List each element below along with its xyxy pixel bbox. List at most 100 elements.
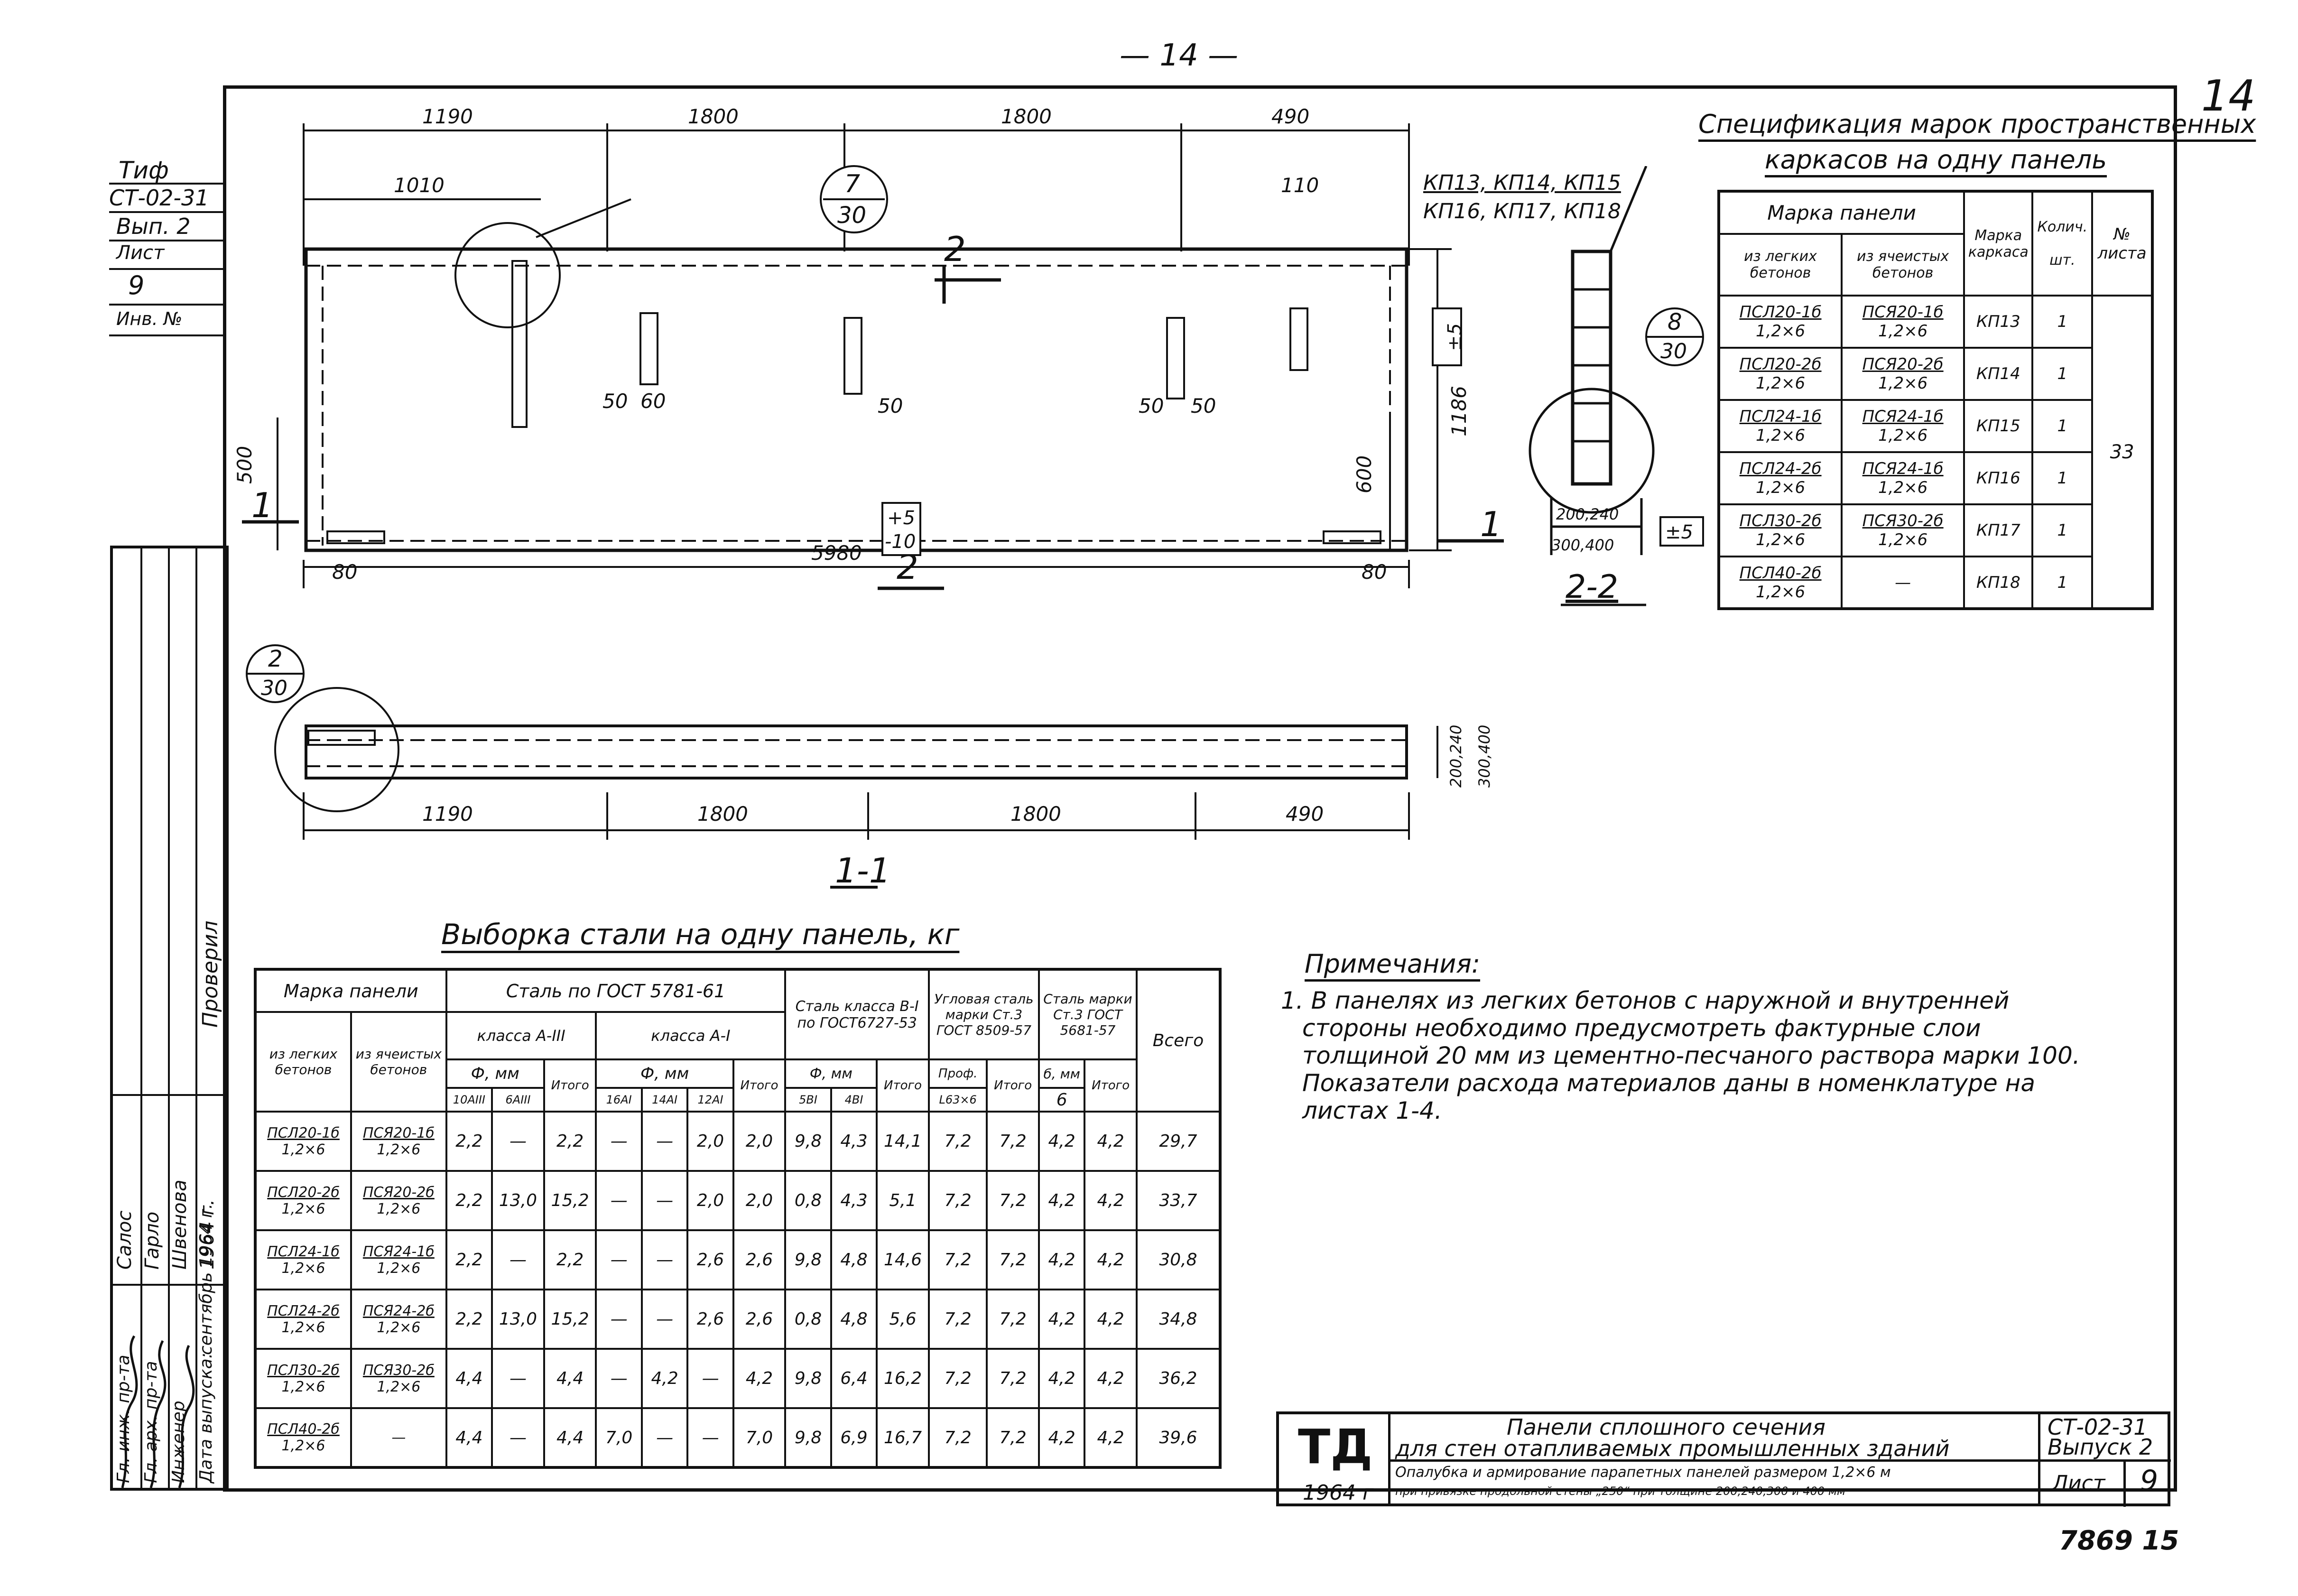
page-number: — 14 — xyxy=(1120,38,1239,73)
dim-1190: 1190 xyxy=(422,105,473,128)
callout-7-30: 7 30 xyxy=(820,165,888,233)
spec-title-1: Спецификация марок пространственных xyxy=(1698,109,2256,139)
strip-code: Тиф xyxy=(119,157,169,184)
dim-50b: 50 xyxy=(1139,394,1164,418)
tb-series: СТ-02-31 xyxy=(2048,1414,2148,1440)
elev-dim-1800b: 1800 xyxy=(1010,802,1061,826)
elev-dim-1190: 1190 xyxy=(422,802,473,826)
dim-1800b: 1800 xyxy=(1001,105,1052,128)
dim-50c: 50 xyxy=(1191,394,1216,418)
dim-1010: 1010 xyxy=(394,174,445,197)
cut-1-left: 1 xyxy=(251,485,273,525)
svg-text:7: 7 xyxy=(844,170,860,198)
section-tol: ±5 xyxy=(1665,521,1693,543)
note-line: толщиной 20 мм из цементно-песчаного рас… xyxy=(1302,1042,2080,1069)
tb-year: 1964 г xyxy=(1303,1481,1374,1505)
note-line: Показатели расхода материалов даны в ном… xyxy=(1302,1069,2035,1097)
sheet-corner-mark: 14 xyxy=(2201,71,2256,121)
elev-dim-1800a: 1800 xyxy=(697,802,748,826)
notes-title: Примечания: xyxy=(1305,949,1481,979)
elev-dim-490: 490 xyxy=(1286,802,1324,826)
drawing-frame xyxy=(223,85,2177,1492)
logo: ТД xyxy=(1298,1419,1373,1475)
note-line: стороны необходимо предусмотреть фактурн… xyxy=(1302,1014,1981,1042)
dim-1186: 1186 xyxy=(1447,386,1471,436)
svg-text:8: 8 xyxy=(1668,309,1682,335)
tb-title-2: для стен отапливаемых промышленных здани… xyxy=(1395,1436,1950,1461)
svg-text:30: 30 xyxy=(1660,339,1687,363)
steel-title: Выборка стали на одну панель, кг xyxy=(441,918,960,951)
tb-sub-1: Опалубка и армирование парапетных панеле… xyxy=(1395,1464,1891,1481)
dim-600: 600 xyxy=(1353,455,1376,493)
strip-series: СТ-02-31 xyxy=(109,185,209,211)
tb-issue: Выпуск 2 xyxy=(2048,1434,2153,1460)
callout-2-30: 2 30 xyxy=(246,644,305,703)
dim-110: 110 xyxy=(1281,174,1319,197)
tol-minus10: -10 xyxy=(885,531,916,553)
dim-500: 500 xyxy=(233,446,256,484)
role-salos: Салос xyxy=(114,1210,136,1270)
archive-number: 7869 15 xyxy=(2059,1525,2179,1556)
dim-80-left: 80 xyxy=(332,560,357,584)
dim-60: 60 xyxy=(640,390,666,413)
dim-50-mid: 50 xyxy=(878,394,903,418)
dim-80-right: 80 xyxy=(1362,560,1387,584)
dim-50a: 50 xyxy=(602,390,628,413)
frame-label-1: КП13, КП14, КП15 xyxy=(1423,171,1621,195)
tb-sheet-no: 9 xyxy=(2140,1464,2159,1497)
elevation-1-1: 2 30 1190 1800 1800 490 200,240 300,400 … xyxy=(246,644,1493,891)
spec-title-2: каркасов на одну панель xyxy=(1765,145,2107,175)
dim-1800a: 1800 xyxy=(688,105,739,128)
note-line: 1. В панелях из легких бетонов с наружно… xyxy=(1281,987,2010,1014)
role-checked: Проверил xyxy=(198,920,222,1028)
cut-1-right: 1 xyxy=(1480,504,1502,544)
note-line: листах 1-4. xyxy=(1302,1097,1442,1124)
tol-5: ±5 xyxy=(1444,323,1466,351)
svg-text:30: 30 xyxy=(837,202,866,229)
svg-text:30: 30 xyxy=(261,676,287,700)
tb-sheet-label: Лист xyxy=(2052,1471,2105,1495)
section-dim-bot: 300,400 xyxy=(1551,536,1614,554)
left-strip: Тиф СТ-02-31 Вып. 2 Лист 9 Инв. № xyxy=(109,157,223,346)
elev-side-1: 200,240 xyxy=(1447,725,1465,788)
section-2-2: 8 30 200,240 300,400 ±5 2-2 xyxy=(1529,166,1704,606)
left-stamp: Проверил Салос Гарло Швенова 1964 г. Гл.… xyxy=(110,546,229,1491)
strip-issue: Вып. 2 xyxy=(116,213,191,239)
strip-inv: Инв. № xyxy=(116,308,183,329)
tb-sub-2: при привязке продольной стены „250“ при … xyxy=(1395,1485,1846,1498)
role-shvenova: Швенова xyxy=(169,1179,191,1270)
notes-body: 1. В панелях из легких бетонов с наружно… xyxy=(1281,987,2080,1124)
section-title: 2-2 xyxy=(1566,568,1618,606)
dim-490: 490 xyxy=(1271,105,1309,128)
section-2-top: 2 xyxy=(944,229,966,269)
steel-table: Марка панели Сталь по ГОСТ 5781-61 Сталь… xyxy=(254,968,1222,1469)
signatures xyxy=(121,1335,195,1488)
tol-plus5: +5 xyxy=(887,507,915,529)
dim-5980: 5980 xyxy=(811,541,862,565)
panel-drawing: 1190 1800 1800 490 1010 110 50 60 50 50 … xyxy=(233,105,1504,590)
tb-title-1: Панели сплошного сечения xyxy=(1507,1414,1825,1440)
elev-side-2: 300,400 xyxy=(1475,725,1493,788)
frame-label-2: КП16, КП17, КП18 xyxy=(1423,199,1621,223)
callout-8-30: 8 30 xyxy=(1645,307,1704,366)
elev-title: 1-1 xyxy=(835,851,891,891)
svg-text:2: 2 xyxy=(268,646,283,672)
title-block: ТД 1964 г Панели сплошного сечения для с… xyxy=(1276,1411,2171,1507)
section-dim-top: 200,240 xyxy=(1556,505,1619,523)
spec-table: Марка панели Марка каркаса Колич.шт. № л… xyxy=(1717,190,2154,610)
strip-sheet-label: Лист xyxy=(116,242,165,264)
role-garlo: Гарло xyxy=(141,1211,163,1270)
strip-sheet-no: 9 xyxy=(128,270,145,300)
